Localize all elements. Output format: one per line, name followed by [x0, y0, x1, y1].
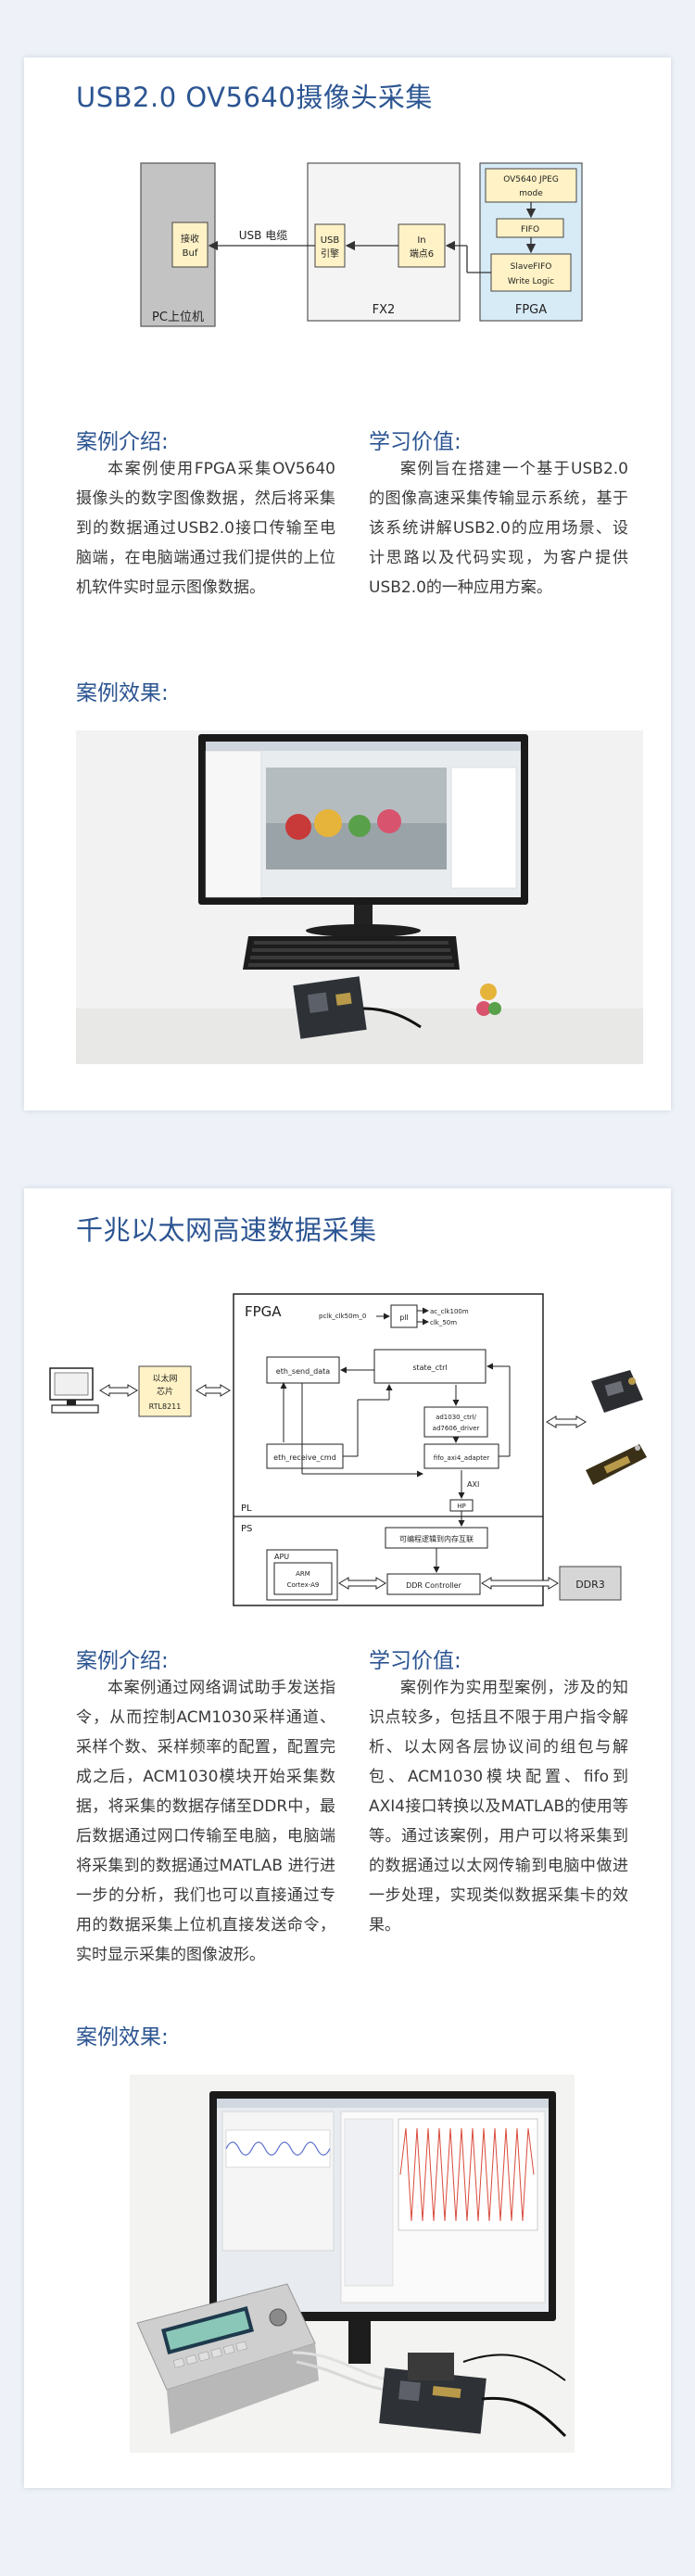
svg-text:pll: pll [399, 1313, 409, 1322]
svg-text:HP: HP [457, 1503, 466, 1510]
usb-engine-line2: 引擎 [321, 247, 339, 260]
recv-buf-line1: 接收 [181, 233, 199, 245]
ethernet-block-diagram: 以太网 芯片 RTL8211 FPGA PL PS pclk_clk50m_0 … [49, 1293, 647, 1606]
effect-heading: 案例效果: [76, 681, 169, 705]
slavefifo-line2: Write Logic [508, 277, 554, 286]
effect-photo [130, 2075, 575, 2453]
fpga-label: FPGA [515, 303, 547, 317]
svg-text:以太网: 以太网 [152, 1373, 177, 1384]
svg-text:DDR3: DDR3 [575, 1579, 605, 1591]
effect-photo [76, 730, 643, 1064]
ov5640-line2: mode [519, 189, 543, 198]
svg-text:ac_clk100m: ac_clk100m [430, 1308, 469, 1315]
svg-text:pclk_clk50m_0: pclk_clk50m_0 [319, 1313, 366, 1320]
computer-icon [49, 1367, 99, 1414]
svg-text:RTL8211: RTL8211 [149, 1402, 182, 1411]
pl-label: PL [241, 1504, 252, 1514]
effect-heading: 案例效果: [76, 2025, 169, 2049]
case-title: 千兆以太网高速数据采集 [76, 1214, 377, 1246]
in-endpoint-line2: 端点6 [410, 247, 434, 260]
value-heading: 学习价值: [369, 430, 461, 454]
usb-block-diagram: 接收 Buf PC上位机 USB 引擎 In 端点6 FX2 OV5640 JP… [140, 162, 583, 327]
svg-text:Cortex-A9: Cortex-A9 [287, 1581, 320, 1589]
value-heading: 学习价值: [369, 1649, 461, 1673]
fpga-label: FPGA [245, 1303, 282, 1320]
fifo-label: FIFO [521, 225, 539, 235]
svg-text:ARM: ARM [296, 1570, 310, 1578]
pll-block [390, 1304, 418, 1328]
slavefifo-line1: SlaveFIFO [511, 262, 552, 272]
in-endpoint-line1: In [417, 235, 425, 246]
svg-text:芯片: 芯片 [157, 1386, 173, 1397]
usb-engine-block [314, 223, 346, 268]
state-ctrl-block [373, 1349, 486, 1384]
intro-heading: 案例介绍: [76, 1649, 169, 1673]
eth-send-block [266, 1356, 340, 1384]
case-card-usb: USB2.0 OV5640摄像头采集 接收 Buf PC上位机 USB 引擎 I… [24, 57, 671, 1110]
fpga-board [293, 976, 367, 1039]
in-endpoint-block [398, 223, 446, 268]
recv-buf-block [171, 222, 208, 268]
intro-text: 本案例通过网络调试助手发送指令，从而控制ACM1030采样通道、采样个数、采样频… [76, 1679, 335, 1964]
fifo-axi-block [423, 1443, 499, 1469]
case-card-ethernet: 千兆以太网高速数据采集 以太网 芯片 RTL8211 FPGA PL PS pc… [24, 1188, 671, 2488]
ddr-controller-block [386, 1573, 481, 1595]
intro-text: 本案例使用FPGA采集OV5640摄像头的数字图像数据，然后将采集到的数据通过U… [76, 460, 335, 597]
ov5640-line1: OV5640 JPEG [503, 175, 559, 184]
svg-text:DDR Controller: DDR Controller [406, 1581, 461, 1590]
svg-text:eth_receive_cmd: eth_receive_cmd [273, 1453, 336, 1462]
svg-text:ad1030_ctrl/: ad1030_ctrl/ [436, 1414, 476, 1421]
svg-text:clk_50m: clk_50m [430, 1319, 457, 1326]
svg-text:可编程逻辑到内存互联: 可编程逻辑到内存互联 [399, 1534, 474, 1543]
value-text: 案例旨在搭建一个基于USB2.0的图像高速采集传输显示系统，基于该系统讲解USB… [369, 460, 628, 597]
ad-driver-block [423, 1406, 488, 1438]
eth-receive-block [266, 1443, 344, 1469]
ps-label: PS [241, 1524, 252, 1534]
svg-text:state_ctrl: state_ctrl [412, 1364, 447, 1372]
value-text: 案例作为实用型案例，涉及的知识点较多，包括且不限于用户指令解析、以太网各层协议间… [369, 1679, 628, 1935]
svg-text:fifo_axi4_adapter: fifo_axi4_adapter [434, 1454, 490, 1462]
usb-cable-label: USB 电缆 [239, 229, 287, 242]
svg-text:APU: APU [274, 1553, 289, 1561]
pc-host-label: PC上位机 [152, 311, 204, 324]
slavefifo-block [490, 253, 572, 292]
phy-block [138, 1365, 192, 1417]
adc-module-bottom [586, 1444, 647, 1485]
ddr3-block [559, 1566, 622, 1601]
case-title: USB2.0 OV5640摄像头采集 [76, 82, 433, 113]
usb-engine-line1: USB [321, 235, 340, 246]
intro-heading: 案例介绍: [76, 430, 169, 454]
fx2-label: FX2 [373, 303, 396, 317]
recv-buf-line2: Buf [183, 248, 198, 259]
fifo-block [496, 218, 564, 238]
adc-module-top [591, 1370, 643, 1413]
svg-text:AXI: AXI [467, 1480, 479, 1489]
ov5640-block [485, 168, 577, 203]
arm-block [273, 1562, 333, 1595]
svg-text:ad7606_driver: ad7606_driver [433, 1425, 480, 1432]
svg-text:eth_send_data: eth_send_data [276, 1367, 330, 1376]
